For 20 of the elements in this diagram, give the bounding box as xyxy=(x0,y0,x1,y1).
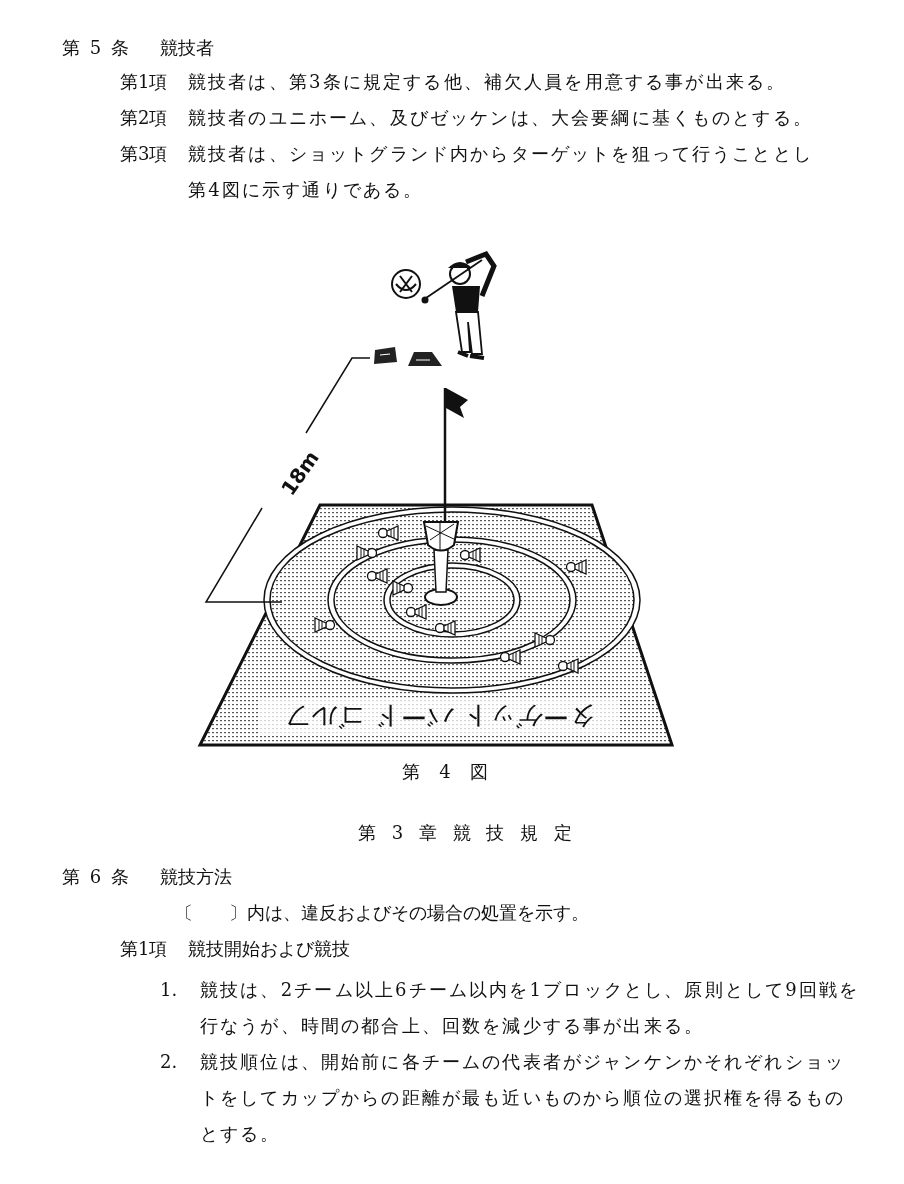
figure-caption: 第 4 図 xyxy=(400,760,490,784)
mat-lettering: ターゲット バード ゴルフ xyxy=(260,700,620,734)
paragraph: 競技は、2チーム以上6チーム以内を1ブロックとし、原則として9回戦を行なうが、時間の都合上、回数を減少する事が出来る。 xyxy=(200,978,860,1038)
article-number: 第 6 条 xyxy=(62,865,130,889)
article-heading: 競技者 xyxy=(160,36,215,60)
paragraph: 競技者のユニホーム、及びゼッケンは、大会要綱に基くものとする。 xyxy=(188,106,814,130)
note: 〔 〕内は、違反およびその場合の処置を示す。 xyxy=(175,901,590,925)
item-number: 第3項 xyxy=(120,142,169,166)
paragraph: 競技者は、ショットグランド内からターゲットを狙って行うこととし第4図に示す通りである。 xyxy=(188,142,814,202)
article-number: 第 5 条 xyxy=(62,36,130,60)
list-number: 1. xyxy=(160,978,179,1002)
paragraph: 競技者は、第3条に規定する他、補欠人員を用意する事が出来る。 xyxy=(188,70,788,94)
item-number: 第1項 xyxy=(120,70,169,94)
item-number: 第1項 xyxy=(120,937,169,961)
list-number: 2. xyxy=(160,1050,179,1074)
chapter-heading: 第 3 章 競 技 規 定 xyxy=(357,821,573,845)
item-heading: 競技開始および競技 xyxy=(188,937,351,961)
article-heading: 競技方法 xyxy=(160,865,233,889)
paragraph: 競技順位は、開始前に各チームの代表者がジャンケンかそれぞれショットをしてカップからの距離が最も近いものから順位の選択権を得るものとする。 xyxy=(200,1050,847,1146)
item-number: 第2項 xyxy=(120,106,169,130)
